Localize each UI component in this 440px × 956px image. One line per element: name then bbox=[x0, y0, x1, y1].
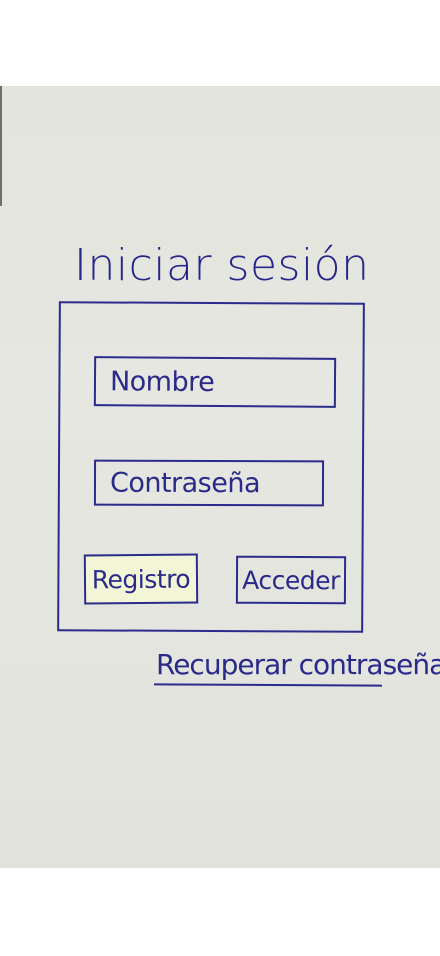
password-input-placeholder: Contraseña bbox=[109, 467, 261, 499]
recover-password-link[interactable]: Recuperar contraseña bbox=[156, 648, 440, 681]
name-input-placeholder: Nombre bbox=[109, 365, 215, 398]
name-input[interactable]: Nombre bbox=[93, 356, 337, 408]
register-button[interactable]: Registro bbox=[83, 553, 199, 605]
access-button[interactable]: Acceder bbox=[235, 555, 347, 605]
paper-sheet bbox=[0, 86, 440, 868]
password-input[interactable]: Contraseña bbox=[93, 459, 325, 507]
paper-edge-shadow bbox=[0, 86, 2, 206]
page-title: Iniciar sesión bbox=[74, 240, 370, 291]
